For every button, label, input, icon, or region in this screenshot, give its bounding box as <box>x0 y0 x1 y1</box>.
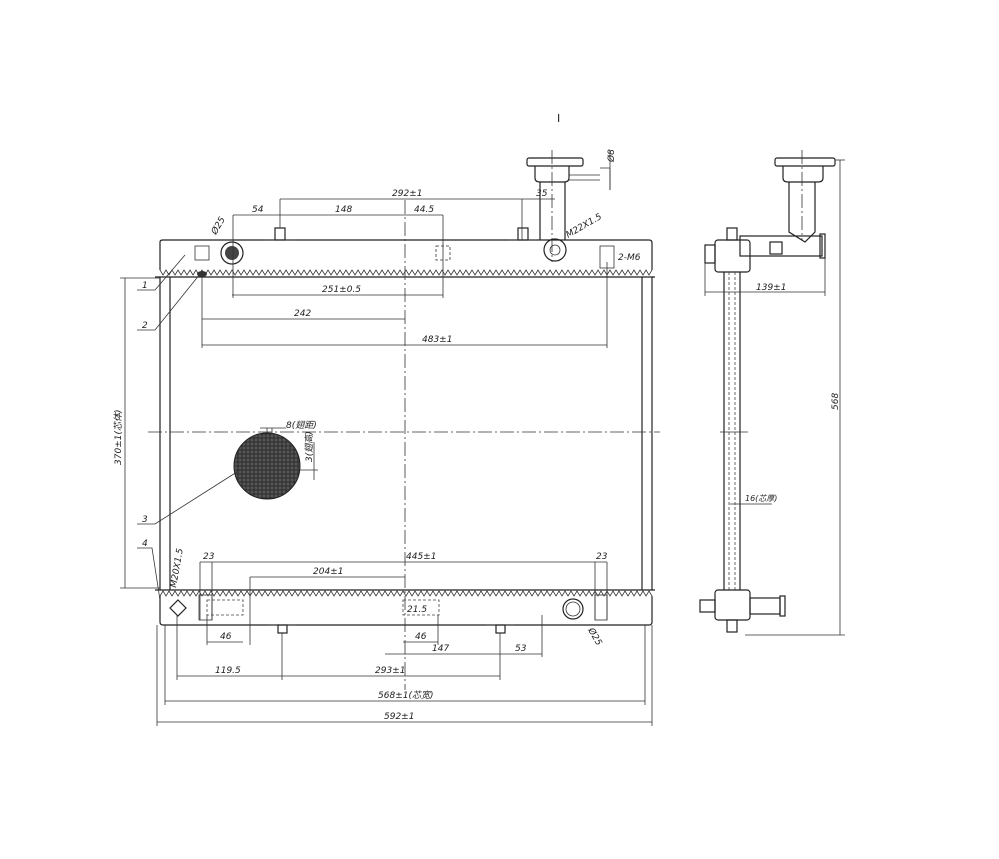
top-tank <box>159 239 653 270</box>
dim-16: 16(芯厚) <box>745 494 777 503</box>
drain-plug <box>169 599 187 617</box>
dim-phi8: Ø8 <box>606 149 617 163</box>
dim-445: 445±1 <box>406 552 436 562</box>
dim-46-left: 46 <box>220 632 232 642</box>
dim-23-right: 23 <box>596 552 608 562</box>
dim-m20: M20X1.5 <box>169 547 186 588</box>
top-tank-teeth <box>159 269 653 276</box>
dim-147: 147 <box>432 644 449 654</box>
dim-m22: M22X1.5 <box>565 212 605 241</box>
dim-568-height: 568 <box>831 393 841 410</box>
fin-pitch: 8(翅距) <box>286 420 317 431</box>
filler-neck: Ø8 M22X1.5 <box>526 149 617 262</box>
outlet-pipe <box>562 598 584 620</box>
bottom-tank <box>159 596 653 626</box>
callout-1: 1 <box>142 281 148 291</box>
dim-46-right: 46 <box>415 632 427 642</box>
dim-phi25-top: Ø25 <box>209 215 228 238</box>
dim-483: 483±1 <box>422 335 452 345</box>
dim-54: 54 <box>252 205 264 215</box>
dim-m6: 2-M6 <box>618 253 641 263</box>
dim-242: 242 <box>294 309 311 319</box>
callout-2: 2 <box>142 321 148 331</box>
dim-568-width: 568±1(芯宽) <box>378 690 433 701</box>
front-view: Ø8 M22X1.5 Ø25 2-M6 292±1 35 54 148 44.5… <box>113 149 660 726</box>
bottom-tank-teeth <box>159 590 653 597</box>
dim-44-5: 44.5 <box>414 205 434 215</box>
dim-148: 148 <box>335 205 352 215</box>
dim-251: 251±0.5 <box>322 285 361 295</box>
view-label: I <box>557 112 560 125</box>
dim-21-5: 21.5 <box>407 605 427 615</box>
dim-phi25-bottom: Ø25 <box>585 625 604 648</box>
dim-23-left: 23 <box>203 552 215 562</box>
dim-204: 204±1 <box>313 567 343 577</box>
dim-293: 293±1 <box>375 666 405 676</box>
dim-292: 292±1 <box>392 189 422 199</box>
dim-139: 139±1 <box>756 283 786 293</box>
dim-592: 592±1 <box>384 712 414 722</box>
callout-3: 3 <box>142 515 148 525</box>
dim-119-5: 119.5 <box>215 666 241 676</box>
dim-35: 35 <box>536 189 548 199</box>
fin-detail <box>233 432 301 500</box>
inlet-pipe <box>220 241 244 265</box>
fin-height: 3(翅高) <box>304 431 315 462</box>
callout-4: 4 <box>142 539 148 549</box>
dim-53: 53 <box>515 644 527 654</box>
side-view: 139±1 568 16(芯厚) <box>699 150 845 636</box>
dim-370: 370±1(芯体) <box>113 410 124 465</box>
